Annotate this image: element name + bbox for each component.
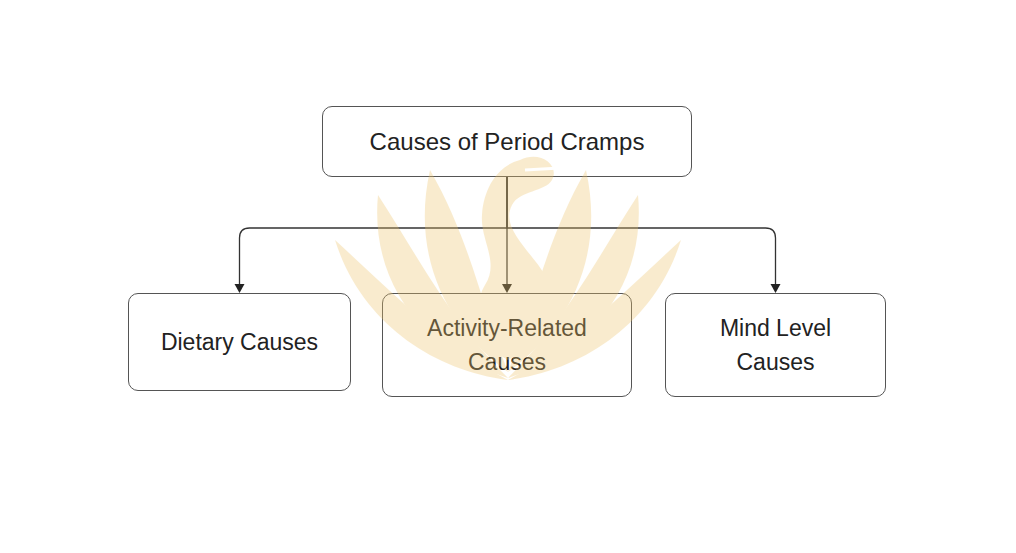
category-box: Mind Level Causes xyxy=(665,293,886,397)
tree-connector xyxy=(235,177,508,293)
node-label: Causes of Period Cramps xyxy=(370,124,645,160)
node-label: Activity-Related Causes xyxy=(402,311,612,380)
category-box: Dietary Causes xyxy=(128,293,351,391)
node-label: Mind Level Causes xyxy=(701,311,851,380)
arrow-head xyxy=(502,284,512,293)
root-box: Causes of Period Cramps xyxy=(322,106,692,177)
connector-line xyxy=(507,177,776,285)
connector-line xyxy=(240,177,508,285)
category-box: Activity-Related Causes xyxy=(382,293,632,397)
node-label: Dietary Causes xyxy=(161,325,318,360)
arrow-head xyxy=(771,284,781,293)
tree-connector xyxy=(507,177,781,293)
arrow-head xyxy=(235,284,245,293)
